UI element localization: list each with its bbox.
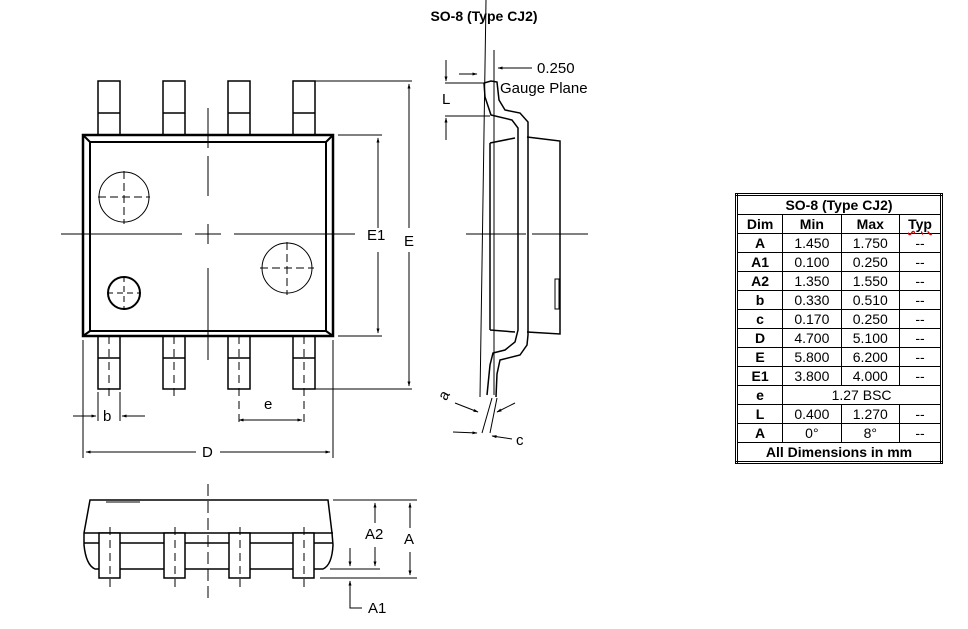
gauge-plane-label: Gauge Plane xyxy=(500,80,588,97)
bottom-pins xyxy=(97,335,316,425)
cell-dim: E1 xyxy=(735,366,784,386)
cell-max: 1.270 xyxy=(840,404,901,424)
gauge-value-label: 0.250 xyxy=(537,60,575,77)
cell-max: 0.250 xyxy=(840,309,901,329)
front-view xyxy=(83,484,417,609)
front-pins xyxy=(98,532,315,579)
package-body-side xyxy=(489,136,561,335)
cell-min: 3.800 xyxy=(782,366,842,386)
cell-typ: -- xyxy=(899,404,942,424)
cell-typ: -- xyxy=(899,290,942,310)
cell-dim: A1 xyxy=(735,252,784,272)
cell-min: 5.800 xyxy=(782,347,842,367)
cell-max: 1.550 xyxy=(840,271,901,291)
cell-dim: A2 xyxy=(735,271,784,291)
table-title: SO-8 (Type CJ2) xyxy=(736,194,942,215)
table-header: Dim Min Max Typ xyxy=(735,214,942,234)
top-view xyxy=(61,80,412,458)
dim-label-e1: E1 xyxy=(367,227,386,244)
header-min: Min xyxy=(782,214,842,234)
cell-typ: -- xyxy=(899,309,942,329)
front-dimensions xyxy=(320,499,417,609)
header-typ: Typ xyxy=(899,214,942,234)
dim-label-d: D xyxy=(202,444,213,461)
header-dim: Dim xyxy=(735,214,784,234)
cell-typ: -- xyxy=(899,423,942,443)
cell-typ: -- xyxy=(899,347,942,367)
top-pins xyxy=(97,80,316,136)
cell-min: 0.400 xyxy=(782,404,842,424)
centerlines xyxy=(61,108,355,360)
package-body-front xyxy=(83,499,334,570)
cell-max: 8° xyxy=(840,423,901,443)
dim-label-l: L xyxy=(442,91,451,108)
cell-typ: -- xyxy=(899,233,942,253)
side-view xyxy=(444,0,588,440)
cell-dim: e xyxy=(735,385,784,405)
cell-min: 1.450 xyxy=(782,233,842,253)
cell-dim: D xyxy=(735,328,784,348)
cell-min: 0° xyxy=(782,423,842,443)
cell-min: 0.100 xyxy=(782,252,842,272)
dim-label-a: A xyxy=(404,531,415,548)
header-max: Max xyxy=(840,214,901,234)
cell-typ: -- xyxy=(899,328,942,348)
cell-min: 1.350 xyxy=(782,271,842,291)
dim-label-e-pitch: e xyxy=(264,396,273,413)
cell-span: 1.27 BSC xyxy=(782,385,942,405)
cell-min: 0.170 xyxy=(782,309,842,329)
cell-dim: A xyxy=(735,233,784,253)
cell-max: 0.510 xyxy=(840,290,901,310)
cell-max: 1.750 xyxy=(840,233,901,253)
cell-max: 6.200 xyxy=(840,347,901,367)
cell-typ: -- xyxy=(899,271,942,291)
cell-typ: -- xyxy=(899,366,942,386)
cell-typ: -- xyxy=(899,252,942,272)
cell-dim: A xyxy=(735,423,784,443)
lead-top xyxy=(483,80,529,398)
cell-max: 4.000 xyxy=(840,366,901,386)
dim-label-c: c xyxy=(516,432,524,449)
drawing-title: SO-8 (Type CJ2) xyxy=(430,8,538,24)
dimension-lines xyxy=(73,80,412,458)
cell-dim: E xyxy=(735,347,784,367)
dim-label-e-overall: E xyxy=(404,233,415,250)
cell-dim: L xyxy=(735,404,784,424)
cell-min: 4.700 xyxy=(782,328,842,348)
table-footer: All Dimensions in mm xyxy=(736,442,942,463)
side-dimensions xyxy=(444,0,532,440)
dim-label-b: b xyxy=(103,408,112,425)
cell-dim: c xyxy=(735,309,784,329)
ejector-pin-marks xyxy=(98,171,314,310)
dim-label-a2: A2 xyxy=(365,526,384,543)
dim-label-a1: A1 xyxy=(368,600,387,617)
cell-min: 0.330 xyxy=(782,290,842,310)
cell-max: 0.250 xyxy=(840,252,901,272)
cell-max: 5.100 xyxy=(840,328,901,348)
cell-dim: b xyxy=(735,290,784,310)
